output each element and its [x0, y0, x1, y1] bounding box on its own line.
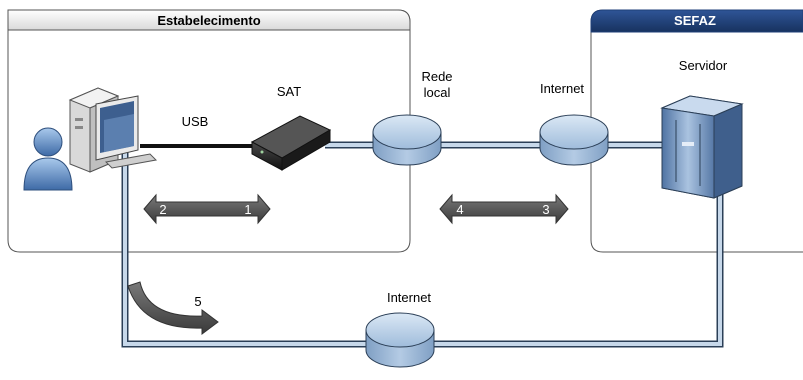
double-arrow-left: 2 1 [143, 193, 271, 225]
internet-bottom-label: Internet [387, 290, 431, 305]
internet-top-router-icon [539, 114, 609, 166]
curved-arrow: 5 [127, 281, 219, 335]
local-network-router-icon [372, 114, 442, 166]
server-icon [660, 95, 744, 199]
user-icon [23, 127, 73, 191]
usb-label: USB [182, 114, 209, 129]
arrow-left-start-number: 2 [159, 202, 166, 217]
curved-arrow-number: 5 [194, 294, 201, 309]
sat-device-icon [250, 115, 332, 171]
local-network-label-line2: local [424, 85, 451, 100]
internet-top-label: Internet [540, 81, 584, 96]
internet-bottom-router-icon [365, 312, 435, 368]
arrow-right-start-number: 4 [456, 202, 463, 217]
server-label: Servidor [679, 58, 728, 73]
computer-icon [68, 87, 158, 173]
establishment-title: Estabelecimento [157, 13, 260, 28]
sefaz-title: SEFAZ [674, 13, 716, 28]
sat-label: SAT [277, 84, 301, 99]
establishment-box: Estabelecimento [7, 9, 411, 253]
arrow-left-end-number: 1 [244, 202, 251, 217]
double-arrow-right: 4 3 [439, 193, 569, 225]
arrow-right-end-number: 3 [542, 202, 549, 217]
local-network-label-line1: Rede [421, 69, 452, 84]
